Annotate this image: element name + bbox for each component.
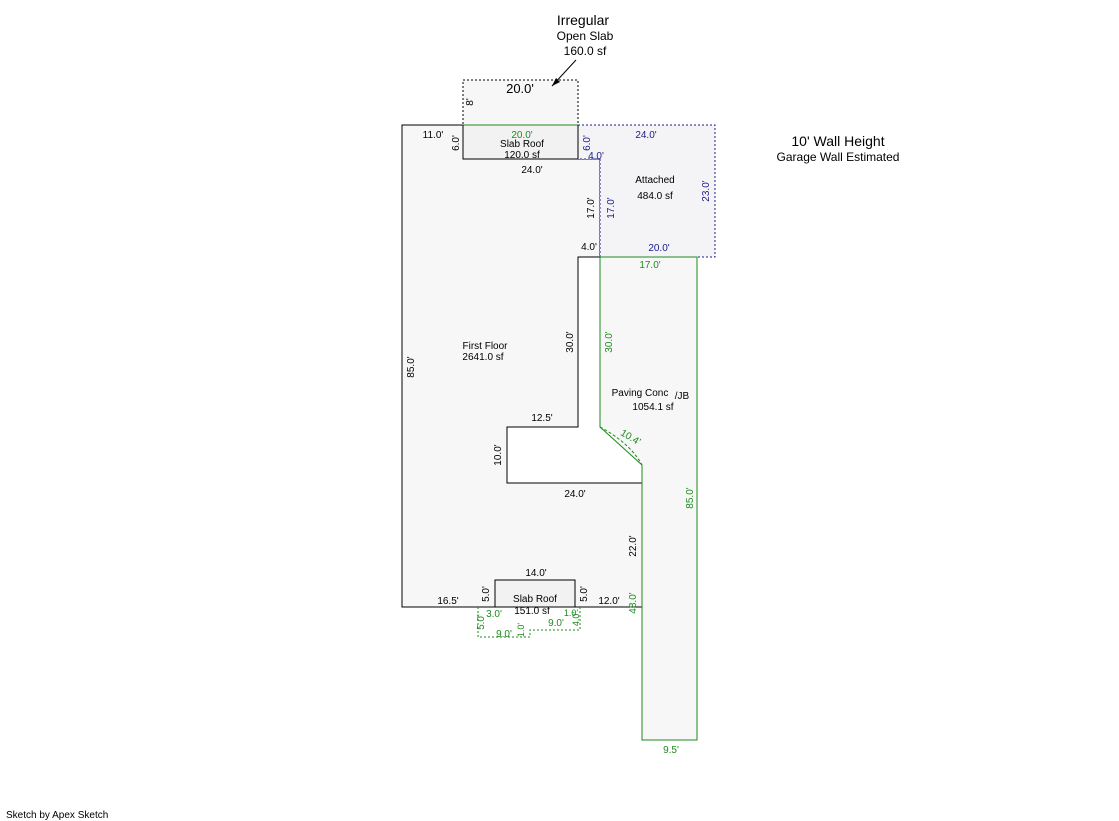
dim-step-1-0a: 1.0'	[516, 623, 526, 638]
dim-att-24-top: 24.0'	[635, 130, 656, 141]
paving-curve-edge	[599, 426, 643, 466]
dim-step-9-0b: 9.0'	[548, 618, 564, 629]
slab-step-outline	[477, 607, 581, 638]
dim-ff-step-4b: 4.0'	[581, 242, 597, 253]
dim-slab-bot-5-right: 5.0'	[579, 586, 590, 602]
dim-step-5-0: 5.0'	[476, 614, 487, 630]
footer-credit: Sketch by Apex Sketch	[6, 810, 108, 821]
dim-pav-30: 30.0'	[604, 331, 615, 352]
dim-ff-top-left: 11.0'	[423, 130, 444, 141]
slab-roof-top-name: Slab Roof	[500, 139, 544, 150]
dim-ff-12-5: 12.5'	[531, 413, 552, 424]
dim-pav-48: 48.0'	[628, 592, 639, 613]
header-note-title: Irregular	[557, 12, 609, 28]
slab-roof-bottom-outline	[494, 579, 576, 608]
slab-roof-bottom-area: 151.0 sf	[514, 606, 550, 617]
dim-slab-top-width: 20.0'	[511, 130, 532, 141]
dim-ff-notch-bottom: 24.0'	[521, 165, 542, 176]
dim-slab-top-right: 6.0'	[582, 135, 593, 151]
note-arrow-head	[552, 78, 560, 86]
attached-area: 484.0 sf	[637, 191, 673, 202]
dim-step-9-0a: 9.0'	[496, 629, 512, 640]
dim-pav-9-5: 9.5'	[663, 745, 679, 756]
first-floor-name: First Floor	[463, 341, 509, 352]
dim-ff-notch-height: 6.0'	[451, 135, 462, 151]
paving-name: Paving Conc	[612, 388, 669, 399]
dim-ff-16-5: 16.5'	[437, 596, 458, 607]
dim-att-20-bottom: 20.0'	[648, 243, 669, 254]
wall-height-subtitle: Garage Wall Estimated	[777, 150, 900, 164]
wall-height-title: 10' Wall Height	[791, 133, 884, 149]
dim-pav-85: 85.0'	[685, 487, 696, 508]
dim-step-1-0b: 1.0'	[564, 608, 579, 618]
dim-ff-17-black: 17.0'	[586, 197, 597, 218]
dim-ff-10: 10.0'	[493, 444, 504, 465]
slab-roof-top-area: 120.0 sf	[504, 150, 540, 161]
dim-pav-17-top: 17.0'	[639, 260, 660, 271]
open-slab-outline	[462, 79, 579, 126]
dim-ff-85-left: 85.0'	[406, 356, 417, 377]
dim-ff-30-black: 30.0'	[565, 331, 576, 352]
header-note-line2: Open Slab	[557, 29, 614, 43]
dim-ff-step-4: 4.0'	[588, 151, 604, 162]
dim-att-23-right: 23.0'	[701, 180, 712, 201]
dim-ff-24-mid: 24.0'	[564, 489, 585, 500]
dim-slab-bot-5-left: 5.0'	[481, 586, 492, 602]
attached-name: Attached	[635, 175, 674, 186]
dim-open-slab-width: 20.0'	[506, 81, 534, 96]
dim-slab-bot-14: 14.0'	[525, 568, 546, 579]
slab-roof-bottom-name: Slab Roof	[513, 594, 557, 605]
dim-ff-12: 12.0'	[598, 596, 619, 607]
header-note-line3: 160.0 sf	[564, 44, 607, 58]
dim-step-3-0: 3.0'	[486, 609, 502, 620]
paving-tag: /JB	[675, 391, 690, 402]
paving-area: 1054.1 sf	[632, 402, 673, 413]
dim-step-4-0: 4.0'	[571, 612, 581, 627]
dim-ff-22: 22.0'	[628, 535, 639, 556]
slab-roof-top-inner-edge	[462, 125, 579, 160]
first-floor-area: 2641.0 sf	[462, 352, 503, 363]
dim-open-slab-height: 8'	[465, 98, 476, 106]
dim-att-17-left: 17.0'	[606, 197, 617, 218]
